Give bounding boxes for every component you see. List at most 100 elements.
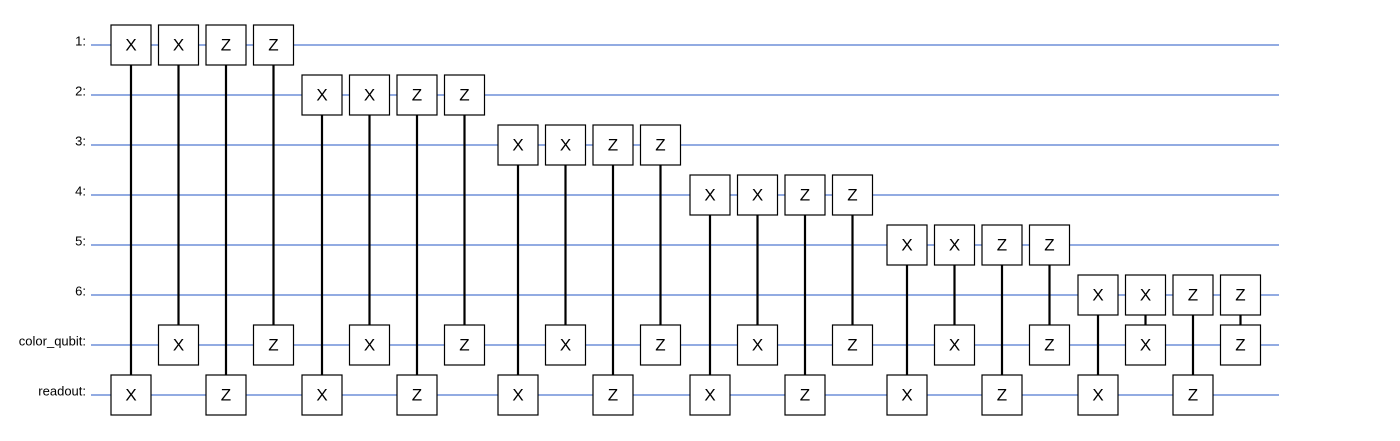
qubit-label-color-qubit: color_qubit: [19, 334, 86, 349]
qubit-label-2: 2: [75, 84, 86, 99]
gate-z: Z [1219, 324, 1262, 366]
gate-z: Z [981, 224, 1023, 266]
gate-x: X [886, 374, 928, 416]
gate-box [348, 324, 391, 366]
qubit-label-3: 3: [75, 134, 86, 149]
gate-label: Z [1235, 286, 1245, 305]
gate-x: X [497, 124, 539, 166]
gate-column: ZZ [443, 74, 486, 366]
gate-label: X [1140, 336, 1151, 355]
gate-x: X [886, 224, 928, 266]
gate-box [110, 374, 152, 416]
gate-box [252, 24, 295, 66]
gate-label: Z [221, 36, 231, 55]
gate-box [639, 124, 682, 166]
gate-z: Z [981, 374, 1023, 416]
gate-label: Z [221, 386, 231, 405]
gate-label: Z [1188, 386, 1198, 405]
gate-z: Z [443, 324, 486, 366]
gate-z: Z [592, 124, 634, 166]
gate-z: Z [639, 124, 682, 166]
gate-box [157, 324, 200, 366]
gate-x: X [1077, 374, 1119, 416]
gate-box [1028, 324, 1071, 366]
gate-label: X [949, 336, 960, 355]
gate-z: Z [831, 174, 874, 216]
qubit-label-6: 6: [75, 284, 86, 299]
gate-box [443, 74, 486, 116]
gate-label: X [173, 336, 184, 355]
gate-label: X [512, 136, 523, 155]
gate-column: XX [497, 124, 539, 416]
gate-label: Z [608, 386, 618, 405]
gate-box [348, 74, 391, 116]
gate-box [736, 174, 779, 216]
gate-label: Z [847, 186, 857, 205]
gate-x: X [544, 124, 587, 166]
gate-x: X [736, 324, 779, 366]
gate-z: Z [205, 24, 247, 66]
qubit-label-5: 5: [75, 234, 86, 249]
gate-z: Z [205, 374, 247, 416]
gate-column: ZZ [592, 124, 634, 416]
gate-x: X [157, 324, 200, 366]
gate-box [443, 324, 486, 366]
gate-label: X [752, 186, 763, 205]
gate-label: Z [1235, 336, 1245, 355]
gate-column: ZZ [1172, 274, 1214, 416]
gate-x: X [157, 24, 200, 66]
gate-box [301, 74, 343, 116]
gate-label: X [364, 86, 375, 105]
gate-label: X [704, 386, 715, 405]
gate-box [1172, 274, 1214, 316]
gate-column: ZZ [1219, 274, 1262, 366]
gate-x: X [933, 324, 976, 366]
gate-box [252, 324, 295, 366]
gate-z: Z [639, 324, 682, 366]
gate-x: X [348, 324, 391, 366]
gate-x: X [736, 174, 779, 216]
gate-label: Z [1044, 336, 1054, 355]
gate-z: Z [1028, 324, 1071, 366]
gate-x: X [497, 374, 539, 416]
gate-label: X [1140, 286, 1151, 305]
gate-x: X [1124, 274, 1167, 316]
gate-label: Z [459, 336, 469, 355]
gate-label: Z [655, 136, 665, 155]
gate-label: Z [412, 86, 422, 105]
gate-label: Z [847, 336, 857, 355]
gate-column: ZZ [252, 24, 295, 366]
gate-column: XX [301, 74, 343, 416]
gate-label: Z [412, 386, 422, 405]
gate-label: Z [800, 386, 810, 405]
gate-label: Z [997, 386, 1007, 405]
gate-box [497, 124, 539, 166]
gate-column: XX [348, 74, 391, 366]
gate-label: X [560, 336, 571, 355]
gate-label: X [173, 36, 184, 55]
gate-box [933, 224, 976, 266]
gate-label: X [704, 186, 715, 205]
gate-label: Z [459, 86, 469, 105]
gate-box [831, 324, 874, 366]
gate-box [497, 374, 539, 416]
gate-box [157, 24, 200, 66]
gate-box [784, 174, 826, 216]
gate-label: X [512, 386, 523, 405]
gate-column: XX [886, 224, 928, 416]
gate-x: X [1124, 324, 1167, 366]
gate-label: X [560, 136, 571, 155]
gate-label: X [125, 36, 136, 55]
gate-box [689, 174, 731, 216]
gate-columns: XXXXZZZZXXXXZZZZXXXXZZZZXXXXZZZZXXXXZZZZ… [110, 24, 1262, 416]
gate-box [205, 24, 247, 66]
gate-z: Z [784, 174, 826, 216]
qubit-label-1: 1: [75, 34, 86, 49]
gate-box [981, 374, 1023, 416]
gate-box [689, 374, 731, 416]
gate-box [1219, 324, 1262, 366]
gate-x: X [301, 74, 343, 116]
gate-box [1077, 274, 1119, 316]
gate-box [110, 24, 152, 66]
